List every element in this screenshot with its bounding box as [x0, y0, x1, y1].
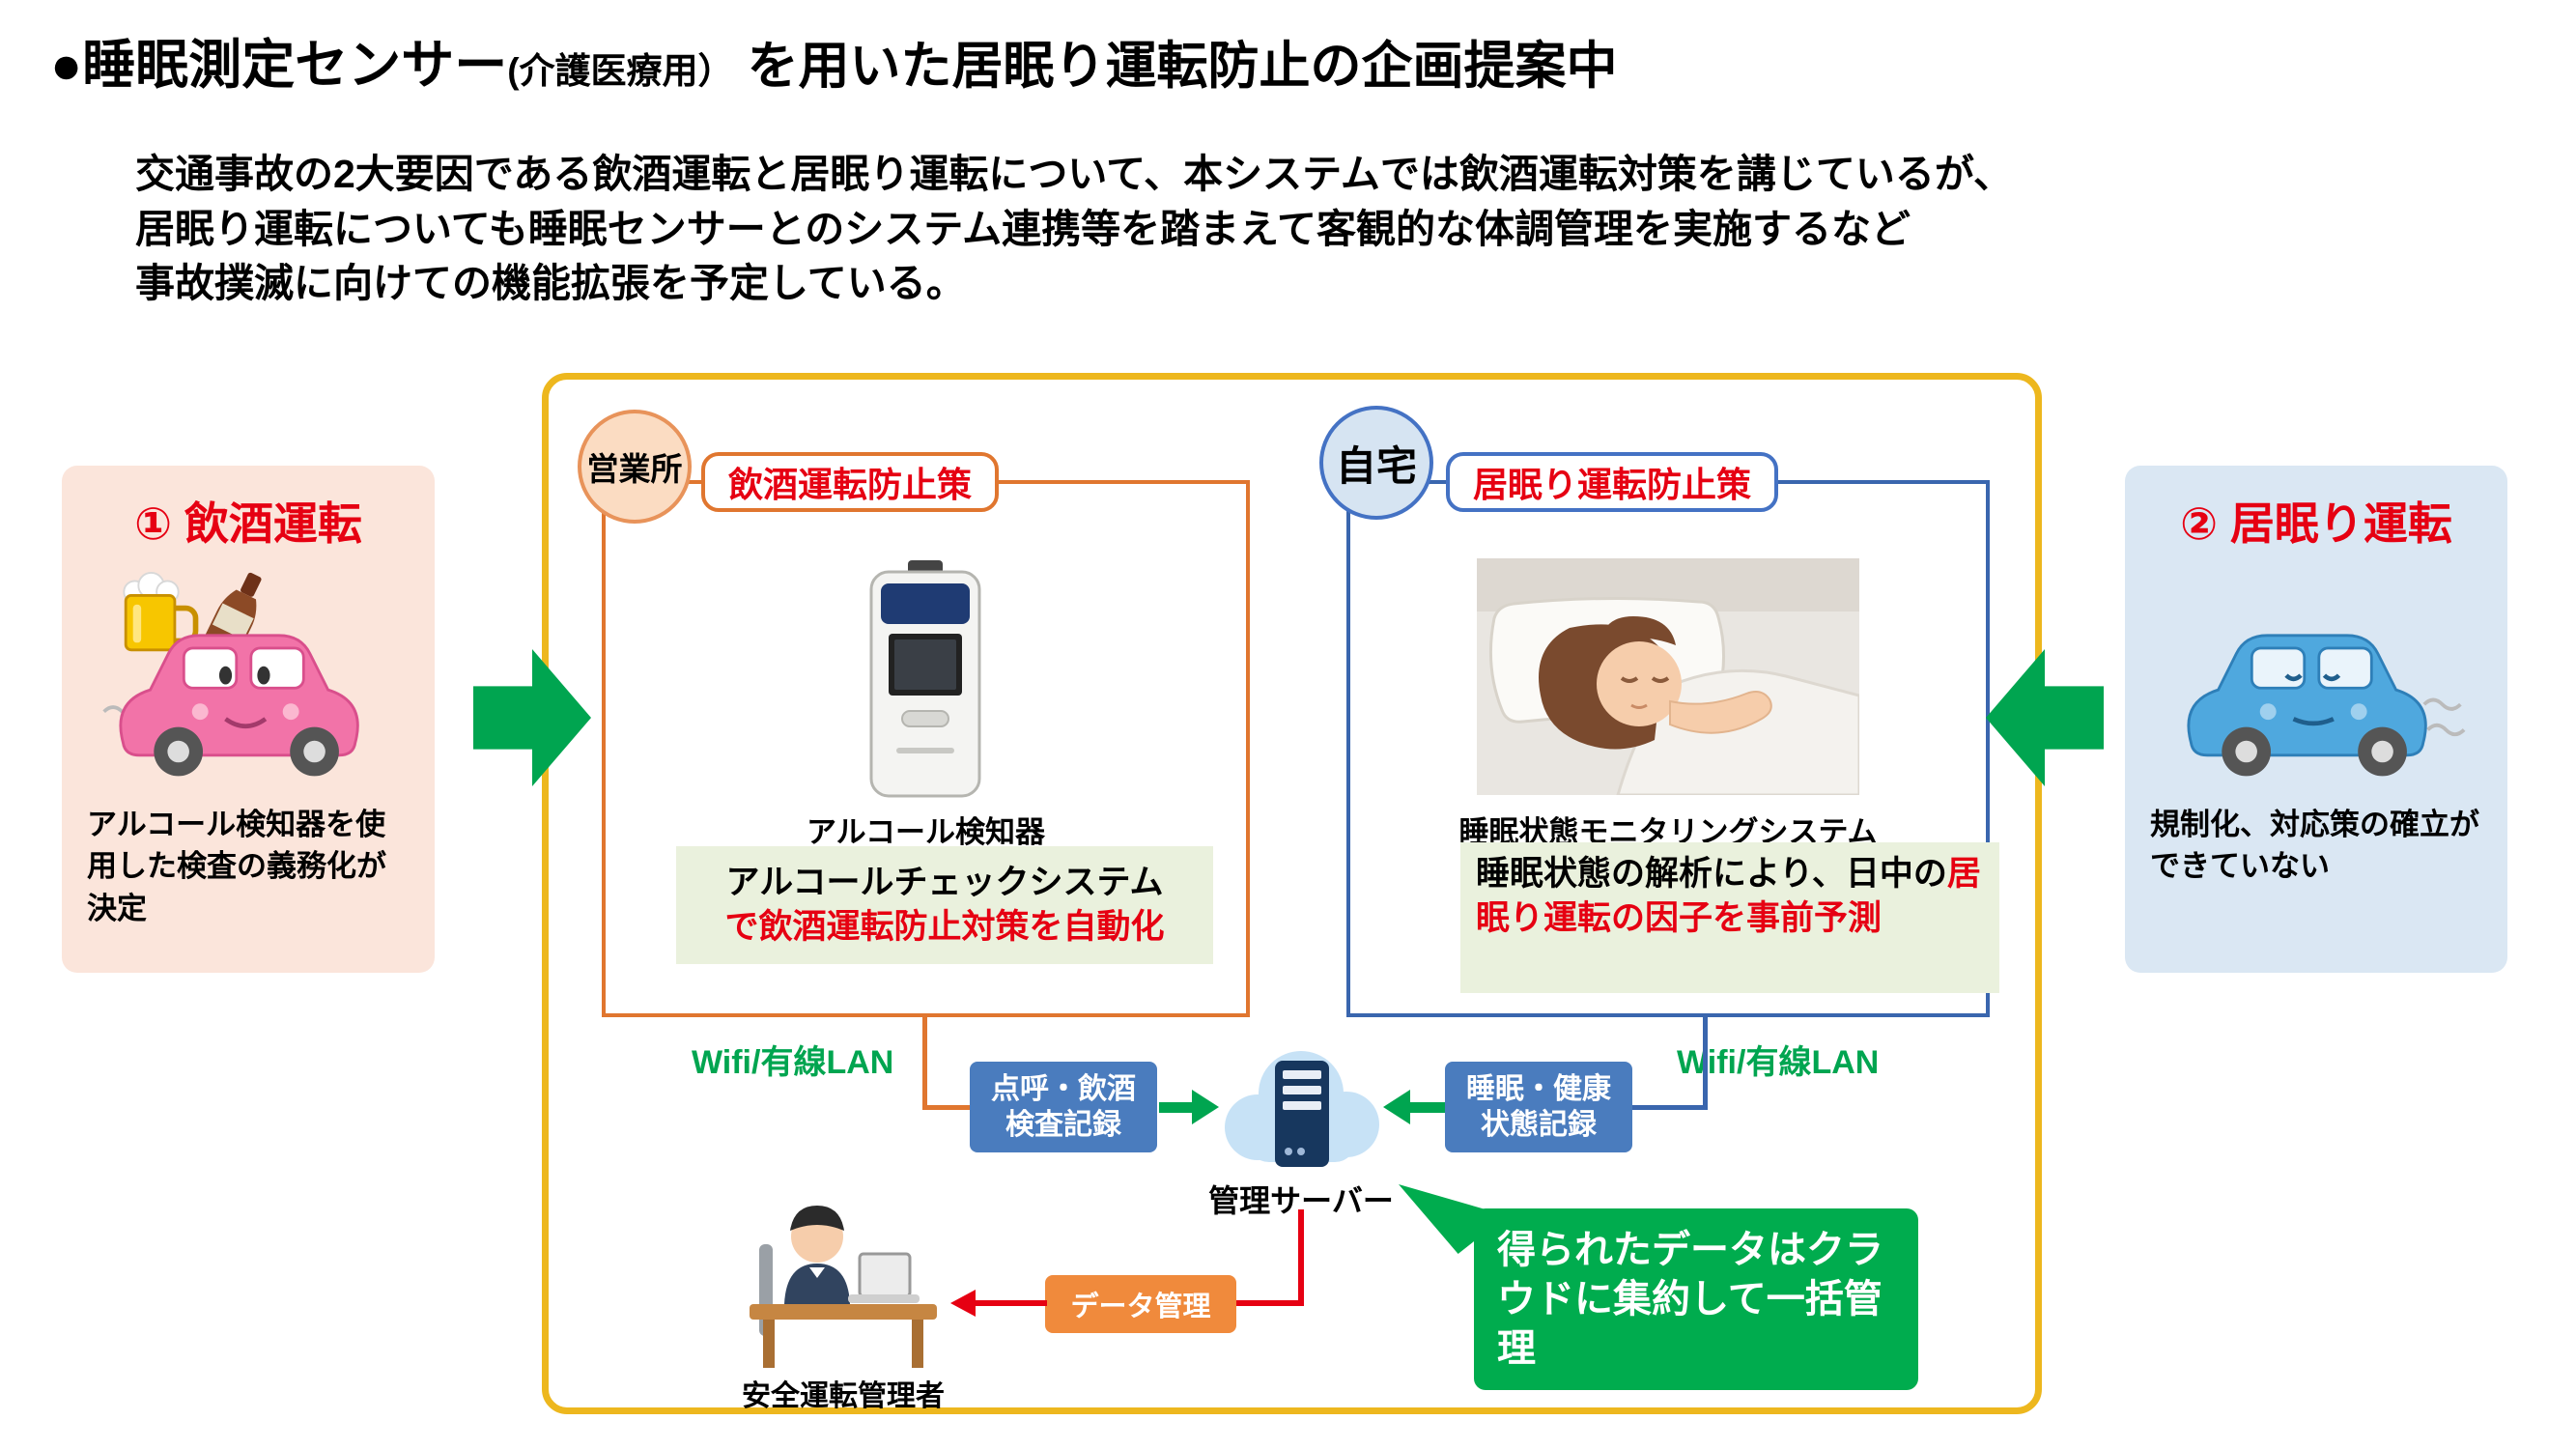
data-management-box: データ管理 [1045, 1275, 1236, 1333]
home-note-black: 睡眠状態の解析により、日中の [1476, 855, 1947, 893]
drunk-panel-description: アルコール検知器を使用した検査の義務化が決定 [87, 808, 386, 925]
intro-paragraph: 交通事故の2大要因である飲酒運転と居眠り運転について、本システムでは飲酒運転対策… [135, 147, 2013, 311]
data-flow-line [1298, 1209, 1304, 1304]
office-circle-text: 営業所 [586, 451, 683, 487]
drowsy-driving-panel: ② 居眠り運転 規制化、対応策の確立ができていない [2125, 466, 2507, 973]
drunk-driving-panel: ① 飲酒運転 [62, 466, 435, 973]
home-circle-text: 自宅 [1335, 442, 1417, 489]
intro-line-1: 交通事故の2大要因である飲酒運転と居眠り運転について、本システムでは飲酒運転対策… [135, 152, 2014, 196]
alcohol-detector-label: アルコール検知器 [806, 815, 1046, 849]
rollcall-record-box: 点呼・飲酒 検査記録 [970, 1062, 1157, 1152]
home-circle-label: 自宅 [1319, 406, 1433, 520]
arrow-right-icon [1159, 1102, 1194, 1113]
office-connector-line [922, 1105, 973, 1110]
arrow-left-icon [974, 1300, 1047, 1306]
safety-manager-label: 安全運転管理者 [742, 1380, 945, 1412]
office-note: アルコールチェックシステム で飲酒運転防止対策を自動化 [676, 846, 1213, 964]
beer-icon [123, 572, 199, 652]
data-flow-line [1234, 1300, 1304, 1306]
office-tag-text: 飲酒運転防止策 [728, 465, 973, 504]
drowsy-panel-description: 規制化、対応策の確立ができていない [2150, 808, 2479, 884]
office-lan-label: Wifi/有線LAN [692, 1044, 894, 1081]
alcohol-detector-illustration [869, 560, 981, 798]
arrow-right-icon [1192, 1090, 1219, 1124]
motion-squiggle [2422, 697, 2462, 711]
office-note-black: アルコールチェックシステム [725, 863, 1164, 901]
server-tower-icon [1275, 1061, 1329, 1167]
page-title: ●睡眠測定センサー(介護医療用） を用いた居眠り運転防止の企画提案中 [50, 21, 1618, 99]
title-suffix: を用いた居眠り運転防止の企画提案中 [747, 38, 1618, 95]
safety-manager-illustration [750, 1206, 937, 1368]
cloud-server-illustration [1225, 1051, 1379, 1167]
arrow-left-icon [1408, 1102, 1445, 1113]
home-connector-line [1703, 1017, 1708, 1110]
sleeping-person-illustration [1477, 558, 1859, 795]
cloud-summary-bubble: 得られたデータはクラウドに集約して一括管理 [1474, 1208, 1918, 1390]
arrow-left-icon [950, 1290, 976, 1317]
drunk-panel-title: ① 飲酒運転 [134, 498, 362, 549]
office-note-red: で飲酒運転防止対策を自動化 [724, 908, 1165, 946]
motion-squiggle [2426, 723, 2466, 737]
blue-car-illustration [2187, 634, 2466, 777]
home-tag-text: 居眠り運転防止策 [1473, 465, 1752, 504]
home-connector-line [1632, 1105, 1708, 1110]
home-countermeasure-tag: 居眠り運転防止策 [1446, 452, 1779, 512]
office-countermeasure-tag: 飲酒運転防止策 [701, 452, 1000, 512]
intro-line-2: 居眠り運転についても睡眠センサーとのシステム連携等を踏まえて客観的な体調管理を実… [135, 206, 1911, 251]
home-note: 睡眠状態の解析により、日中の居眠り運転の因子を事前予測 [1460, 842, 1999, 993]
intro-line-3: 事故撲滅に向けての機能拡張を予定している。 [135, 261, 966, 306]
title-main: ●睡眠測定センサー [50, 35, 508, 95]
arrow-left-icon [1383, 1090, 1410, 1124]
office-circle-label: 営業所 [578, 410, 692, 524]
title-paren: (介護医療用） [507, 51, 734, 91]
home-lan-label: Wifi/有線LAN [1677, 1044, 1880, 1081]
drowsy-panel-title: ② 居眠り運転 [2180, 498, 2452, 549]
home-note-red: 居眠り運転の因子を事前予測 [1476, 855, 1981, 938]
sleep-health-record-box: 睡眠・健康 状態記録 [1445, 1062, 1632, 1152]
pink-car-illustration [102, 572, 359, 777]
office-connector-line [922, 1017, 927, 1110]
